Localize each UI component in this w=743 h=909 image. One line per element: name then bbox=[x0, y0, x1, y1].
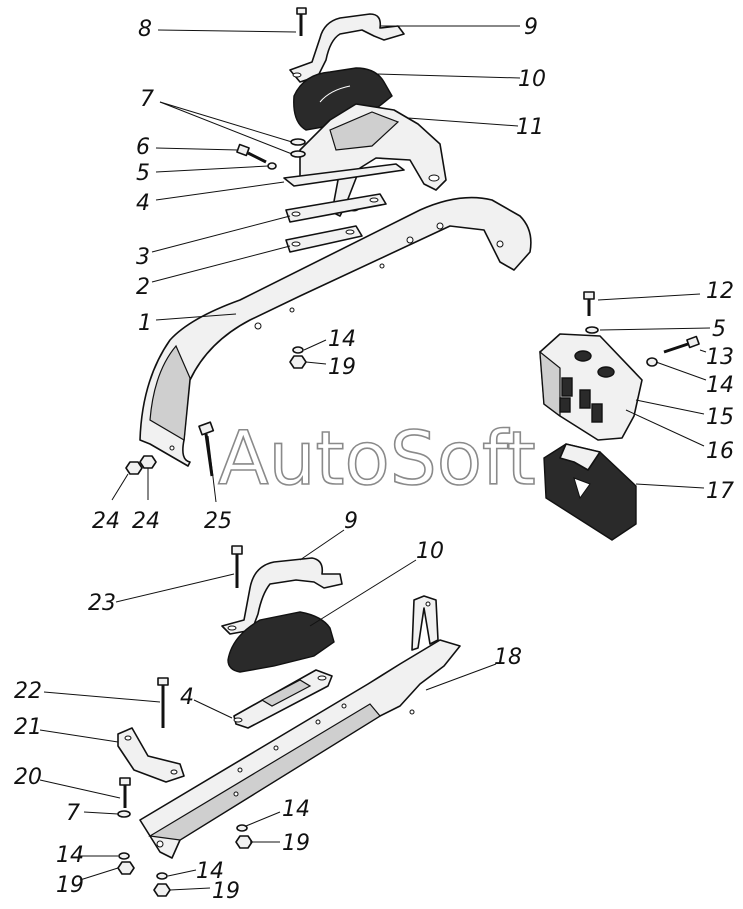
callout-20: 20 bbox=[14, 765, 42, 790]
callout-5-right: 5 bbox=[712, 317, 726, 342]
bolt-8 bbox=[296, 7, 307, 36]
bolt-6 bbox=[236, 143, 267, 164]
callout-5: 5 bbox=[136, 161, 150, 186]
callout-19-low-mid: 19 bbox=[212, 879, 240, 904]
callout-24b: 24 bbox=[132, 509, 160, 534]
callout-labels: 8 9 10 11 7 6 5 4 3 2 1 14 19 12 5 13 14… bbox=[14, 15, 734, 904]
washer-14-mid bbox=[292, 346, 304, 354]
washer-7b bbox=[290, 150, 306, 158]
callout-15: 15 bbox=[706, 405, 734, 430]
washer-14-low-mid bbox=[156, 872, 168, 880]
bolt-25 bbox=[198, 421, 215, 477]
callout-18: 18 bbox=[494, 645, 522, 670]
callout-3: 3 bbox=[136, 245, 150, 270]
callout-7: 7 bbox=[140, 87, 154, 112]
support-beam-18 bbox=[139, 595, 461, 859]
washer-7-bottom bbox=[117, 810, 131, 818]
callout-14-low-left: 14 bbox=[56, 843, 84, 868]
callout-16: 16 bbox=[706, 439, 734, 464]
support-block-17 bbox=[543, 443, 637, 541]
nut-24a bbox=[125, 461, 143, 475]
callout-22: 22 bbox=[14, 679, 42, 704]
bracket-block-15 bbox=[539, 333, 643, 441]
callout-4-bottom: 4 bbox=[180, 685, 194, 710]
clamp-9-top bbox=[289, 13, 405, 83]
pad-2 bbox=[285, 225, 363, 253]
callout-4: 4 bbox=[136, 191, 150, 216]
callout-25: 25 bbox=[204, 509, 232, 534]
nut-19-low-mid bbox=[153, 883, 171, 897]
callout-12: 12 bbox=[706, 279, 734, 304]
callout-14: 14 bbox=[328, 327, 356, 352]
washer-5-right bbox=[585, 326, 599, 334]
clamp-9-bottom bbox=[221, 557, 343, 635]
callout-9-bottom: 9 bbox=[344, 509, 358, 534]
callout-11: 11 bbox=[516, 115, 544, 140]
callout-24a: 24 bbox=[92, 509, 120, 534]
callout-10: 10 bbox=[518, 67, 546, 92]
nut-19-low-right bbox=[235, 835, 253, 849]
shim-4-bottom bbox=[233, 669, 333, 729]
fender-1 bbox=[139, 196, 532, 467]
bolt-23 bbox=[231, 545, 243, 588]
rubber-cushion-10-bottom bbox=[227, 611, 335, 673]
bolt-22 bbox=[157, 677, 169, 728]
washer-14-right bbox=[646, 357, 658, 367]
callout-14-right: 14 bbox=[706, 373, 734, 398]
callout-21: 21 bbox=[14, 715, 42, 740]
callout-14-low-mid: 14 bbox=[196, 859, 224, 884]
washer-5-top bbox=[267, 162, 277, 170]
callout-19-low-right: 19 bbox=[282, 831, 310, 856]
callout-19-low-left: 19 bbox=[56, 873, 84, 898]
callout-14-low-right: 14 bbox=[282, 797, 310, 822]
callout-8: 8 bbox=[138, 17, 152, 42]
callout-6: 6 bbox=[136, 135, 150, 160]
callout-17: 17 bbox=[706, 479, 734, 504]
callout-23: 23 bbox=[88, 591, 116, 616]
washer-14-low-left bbox=[118, 852, 130, 860]
callout-7-bottom: 7 bbox=[66, 801, 80, 826]
callout-1: 1 bbox=[138, 311, 152, 336]
leader-lines bbox=[39, 25, 711, 891]
rubber-cushion-10-top bbox=[293, 67, 393, 131]
nut-19-low-left bbox=[117, 861, 135, 875]
bolt-20 bbox=[119, 777, 131, 808]
watermark-text: AutoSoft bbox=[218, 416, 536, 502]
callout-10-bottom: 10 bbox=[416, 539, 444, 564]
bracket-21 bbox=[117, 727, 185, 783]
callout-2: 2 bbox=[136, 275, 150, 300]
shim-4-top bbox=[283, 163, 405, 187]
nut-24b bbox=[139, 455, 157, 469]
bracket-11 bbox=[299, 103, 447, 217]
callout-19: 19 bbox=[328, 355, 356, 380]
bolt-12 bbox=[583, 291, 595, 316]
callout-13: 13 bbox=[706, 345, 734, 370]
callout-9: 9 bbox=[524, 15, 538, 40]
washer-14-low-right bbox=[236, 824, 248, 832]
nut-19-mid bbox=[289, 355, 307, 369]
bolt-13 bbox=[663, 335, 700, 354]
washer-7a bbox=[290, 138, 306, 146]
pad-3 bbox=[285, 193, 387, 223]
